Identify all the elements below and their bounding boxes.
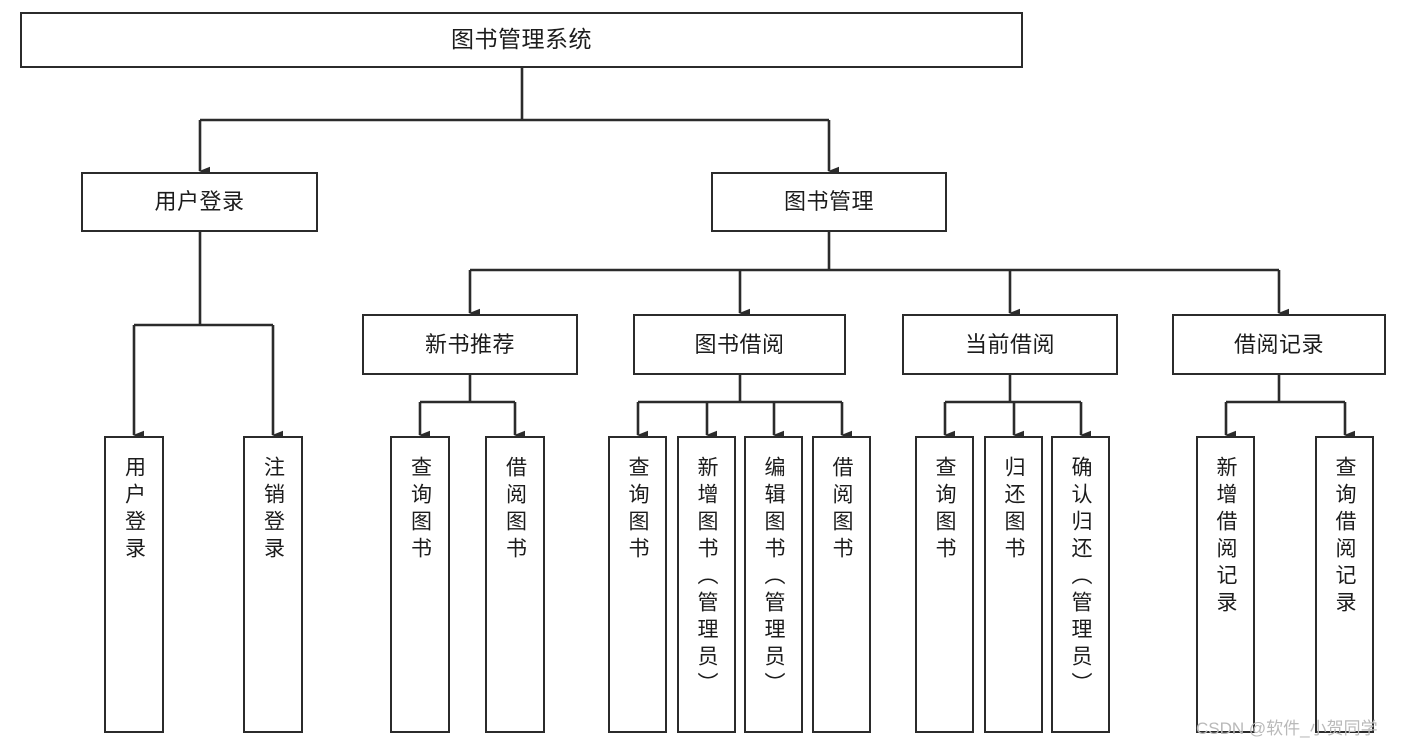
node-label-leaf-add-borrow-record: 新增借阅记录 — [1214, 456, 1237, 618]
node-root[interactable]: 图书管理系统 — [20, 12, 1023, 68]
node-leaf-confirm-return[interactable]: 确认归还（管理员） — [1051, 436, 1110, 733]
node-book-borrow[interactable]: 图书借阅 — [633, 314, 846, 375]
node-label-leaf-borrow-book-2: 借阅图书 — [830, 456, 853, 564]
node-new-book-recommend[interactable]: 新书推荐 — [362, 314, 578, 375]
node-label-borrow-record: 借阅记录 — [1233, 331, 1324, 357]
node-leaf-add-book[interactable]: 新增图书（管理员） — [677, 436, 736, 733]
node-current-borrow[interactable]: 当前借阅 — [902, 314, 1118, 375]
node-label-leaf-user-login: 用户登录 — [122, 456, 146, 564]
node-label-user-login: 用户登录 — [154, 189, 245, 215]
node-label-leaf-confirm-return: 确认归还（管理员） — [1069, 456, 1092, 699]
node-label-new-book-recommend: 新书推荐 — [424, 331, 515, 357]
node-leaf-user-login[interactable]: 用户登录 — [104, 436, 164, 733]
node-label-root: 图书管理系统 — [451, 26, 592, 53]
node-label-leaf-edit-book: 编辑图书（管理员） — [762, 456, 785, 699]
node-label-book-manage: 图书管理 — [783, 189, 874, 215]
node-leaf-edit-book[interactable]: 编辑图书（管理员） — [744, 436, 803, 733]
node-book-manage[interactable]: 图书管理 — [711, 172, 947, 232]
node-label-leaf-borrow-book-1: 借阅图书 — [503, 456, 527, 564]
node-leaf-query-borrow-record[interactable]: 查询借阅记录 — [1315, 436, 1374, 733]
node-borrow-record[interactable]: 借阅记录 — [1172, 314, 1386, 375]
node-label-leaf-user-logout: 注销登录 — [261, 456, 285, 564]
node-label-leaf-query-book-3: 查询图书 — [933, 456, 956, 564]
node-label-leaf-add-book: 新增图书（管理员） — [695, 456, 718, 699]
node-label-leaf-query-borrow-record: 查询借阅记录 — [1333, 456, 1356, 618]
node-label-leaf-query-book-2: 查询图书 — [626, 456, 649, 564]
node-leaf-query-book-1[interactable]: 查询图书 — [390, 436, 450, 733]
node-leaf-borrow-book-1[interactable]: 借阅图书 — [485, 436, 545, 733]
node-user-login[interactable]: 用户登录 — [81, 172, 318, 232]
node-leaf-add-borrow-record[interactable]: 新增借阅记录 — [1196, 436, 1255, 733]
node-leaf-query-book-3[interactable]: 查询图书 — [915, 436, 974, 733]
node-leaf-return-book[interactable]: 归还图书 — [984, 436, 1043, 733]
csdn-watermark: CSDN @软件_小贺同学 — [1196, 719, 1378, 738]
node-leaf-user-logout[interactable]: 注销登录 — [243, 436, 303, 733]
node-label-book-borrow: 图书借阅 — [694, 331, 785, 357]
node-leaf-borrow-book-2[interactable]: 借阅图书 — [812, 436, 871, 733]
node-label-leaf-return-book: 归还图书 — [1002, 456, 1025, 564]
node-label-current-borrow: 当前借阅 — [964, 331, 1055, 357]
node-leaf-query-book-2[interactable]: 查询图书 — [608, 436, 667, 733]
node-label-leaf-query-book-1: 查询图书 — [408, 456, 432, 564]
